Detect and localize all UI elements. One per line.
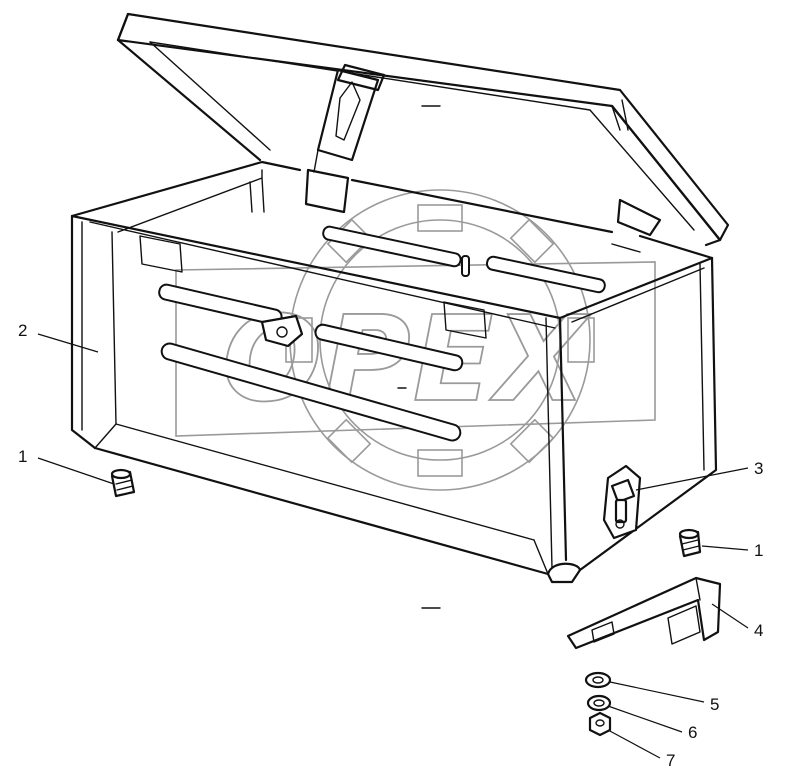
hex-nut — [588, 711, 612, 737]
bolt-left — [110, 468, 136, 498]
callout-7: 7 — [607, 729, 675, 770]
callout-2: 2 — [18, 321, 99, 353]
callout-1-left: 1 — [18, 447, 115, 485]
callout-4: 4 — [711, 603, 763, 640]
callout-label: 1 — [754, 541, 763, 560]
spring-washer — [586, 694, 612, 712]
lid — [116, 12, 730, 247]
callout-label: 3 — [754, 459, 763, 478]
bolt-right — [678, 528, 702, 558]
callout-6: 6 — [607, 705, 697, 742]
callout-5: 5 — [609, 681, 719, 714]
callout-label: 4 — [754, 621, 763, 640]
callout-label: 2 — [18, 321, 27, 340]
latch-assembly — [602, 464, 642, 540]
callout-label: 7 — [666, 751, 675, 770]
mounting-bracket — [566, 576, 722, 650]
box-body — [70, 160, 718, 584]
callout-label: 1 — [18, 447, 27, 466]
callout-label: 5 — [710, 695, 719, 714]
opex-watermark-logo: OPEX — [175, 189, 656, 491]
callout-1-right: 1 — [701, 541, 763, 560]
callout-label: 6 — [688, 723, 697, 742]
callout-3: 3 — [635, 459, 763, 491]
hinge-strap — [304, 63, 386, 214]
flat-washer — [584, 671, 612, 689]
